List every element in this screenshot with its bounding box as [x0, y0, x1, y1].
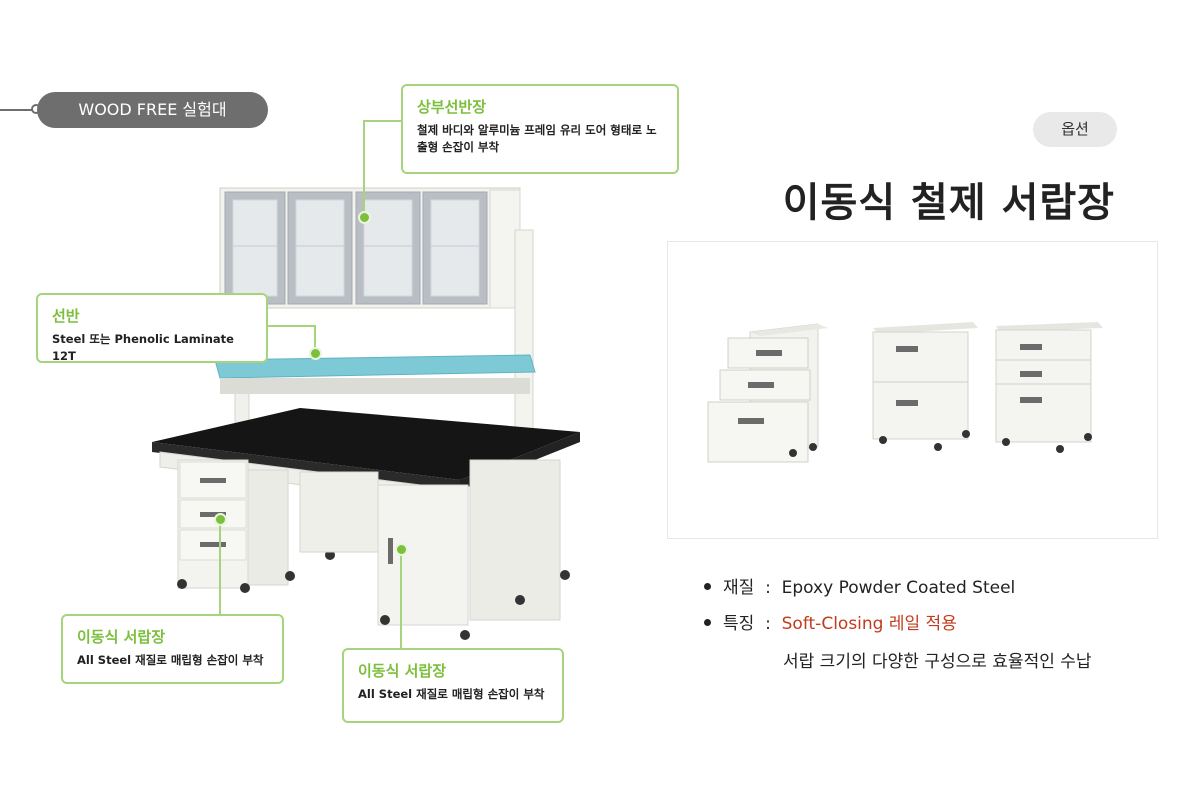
bullet — [704, 582, 711, 590]
product-photo-frame — [667, 241, 1158, 539]
spec-material: 재질 : Epoxy Powder Coated Steel — [704, 573, 1015, 598]
spec-value: Epoxy Powder Coated Steel — [781, 578, 1016, 598]
callout-title: 이동식 서랍장 — [77, 628, 166, 646]
callout-drawer-left: 이동식 서랍장 All Steel 재질로 매립형 손잡이 부착 — [61, 614, 284, 684]
leader-drawer-left-v — [219, 518, 221, 614]
spec-label: 재질 — [723, 578, 755, 598]
callout-desc: Steel 또는 Phenolic Laminate 12T — [52, 332, 234, 363]
leader-shelf-dot — [309, 347, 322, 360]
leader-drawer-right-dot — [395, 543, 408, 556]
spec-extra-text: 서랍 크기의 다양한 구성으로 효율적인 수납 — [783, 652, 1092, 672]
callout-title: 이동식 서랍장 — [358, 662, 447, 680]
callout-title: 상부선반장 — [417, 98, 487, 116]
tag-leader-line — [0, 109, 38, 111]
leader-upper-v — [363, 120, 365, 216]
callout-desc: 철제 바디와 알루미늄 프레임 유리 도어 형태로 노출형 손잡이 부착 — [417, 123, 657, 154]
spec-separator: : — [765, 578, 771, 598]
spec-label: 특징 — [723, 614, 755, 634]
spec-feature-extra: 서랍 크기의 다양한 구성으로 효율적인 수납 — [783, 647, 1092, 672]
callout-drawer-right: 이동식 서랍장 All Steel 재질로 매립형 손잡이 부착 — [342, 648, 564, 723]
leader-shelf-v — [314, 325, 316, 351]
spec-value: 레일 적용 — [888, 614, 957, 634]
leader-upper-dot — [358, 211, 371, 224]
leader-shelf-h — [266, 325, 316, 327]
bullet — [704, 618, 711, 626]
callout-title: 선반 — [52, 307, 80, 325]
callout-desc: All Steel 재질로 매립형 손잡이 부착 — [77, 653, 264, 667]
leader-drawer-right-v — [400, 548, 402, 648]
option-badge: 옵션 — [1033, 112, 1117, 147]
leader-drawer-left-dot — [214, 513, 227, 526]
leader-upper-h — [363, 120, 401, 122]
callout-shelf: 선반 Steel 또는 Phenolic Laminate 12T — [36, 293, 268, 363]
product-title: 이동식 철제 서랍장 — [782, 180, 1115, 226]
spec-separator: : — [765, 614, 771, 634]
spec-highlight: Soft-Closing — [781, 614, 884, 634]
product-line-tag: WOOD FREE 실험대 — [37, 92, 268, 128]
callout-desc: All Steel 재질로 매립형 손잡이 부착 — [358, 687, 545, 701]
callout-upper-cabinet: 상부선반장 철제 바디와 알루미늄 프레임 유리 도어 형태로 노출형 손잡이 … — [401, 84, 679, 174]
lab-bench-illustration — [152, 187, 580, 640]
spec-feature: 특징 : Soft-Closing 레일 적용 — [704, 609, 957, 634]
mobile-drawer-cabinet-illustration — [707, 322, 1103, 463]
